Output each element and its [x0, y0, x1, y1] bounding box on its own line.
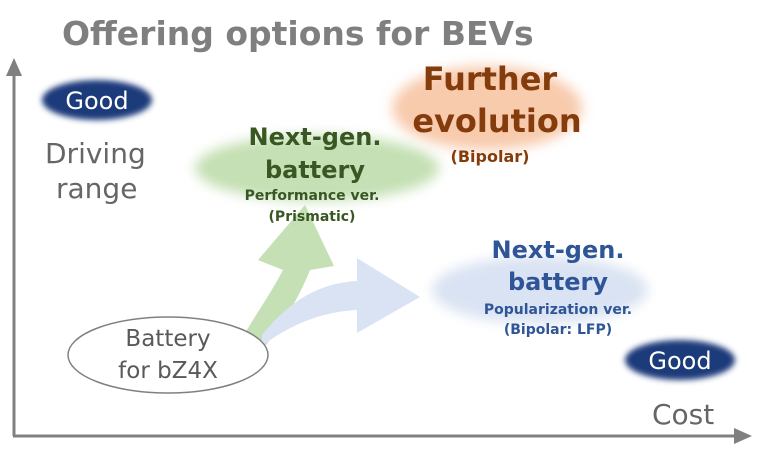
- y-axis: [6, 58, 22, 436]
- svg-text:Next-gen.: Next-gen.: [492, 236, 625, 264]
- svg-text:Performance ver.: Performance ver.: [245, 188, 380, 204]
- performance-node: Next-gen. battery Performance ver. (Pris…: [245, 123, 382, 225]
- x-axis: [13, 428, 752, 444]
- svg-text:Popularization ver.: Popularization ver.: [484, 302, 632, 318]
- diagram-title: Offering options for BEVs: [62, 14, 534, 53]
- svg-text:(Bipolar: LFP): (Bipolar: LFP): [504, 322, 612, 338]
- current-battery-node: Battery for bZ4X: [67, 316, 269, 394]
- y-axis-label-1: Driving: [45, 137, 146, 170]
- svg-text:(Bipolar): (Bipolar): [451, 147, 530, 166]
- svg-text:(Prismatic): (Prismatic): [269, 209, 356, 225]
- svg-text:Next-gen.: Next-gen.: [249, 123, 382, 151]
- popularization-glow: [432, 256, 648, 324]
- arrow-to-performance: [240, 205, 334, 345]
- svg-text:Further: Further: [423, 60, 558, 98]
- popularization-node: Next-gen. battery Popularization ver. (B…: [484, 236, 632, 338]
- svg-text:battery: battery: [508, 268, 608, 296]
- x-good-badge: Good: [625, 340, 735, 380]
- svg-text:Battery: Battery: [125, 326, 210, 352]
- svg-text:for bZ4X: for bZ4X: [118, 358, 218, 384]
- svg-text:Good: Good: [648, 347, 711, 375]
- y-good-badge: Good: [42, 80, 152, 120]
- svg-text:Good: Good: [65, 87, 128, 115]
- further-glow: [392, 66, 582, 150]
- x-axis-label: Cost: [652, 398, 714, 431]
- y-axis-label-2: range: [56, 172, 137, 205]
- arrow-to-popularization: [262, 258, 420, 346]
- svg-text:evolution: evolution: [412, 102, 581, 140]
- further-evolution-node: Further evolution (Bipolar): [412, 60, 581, 166]
- performance-glow: [195, 135, 439, 201]
- svg-text:battery: battery: [265, 156, 365, 184]
